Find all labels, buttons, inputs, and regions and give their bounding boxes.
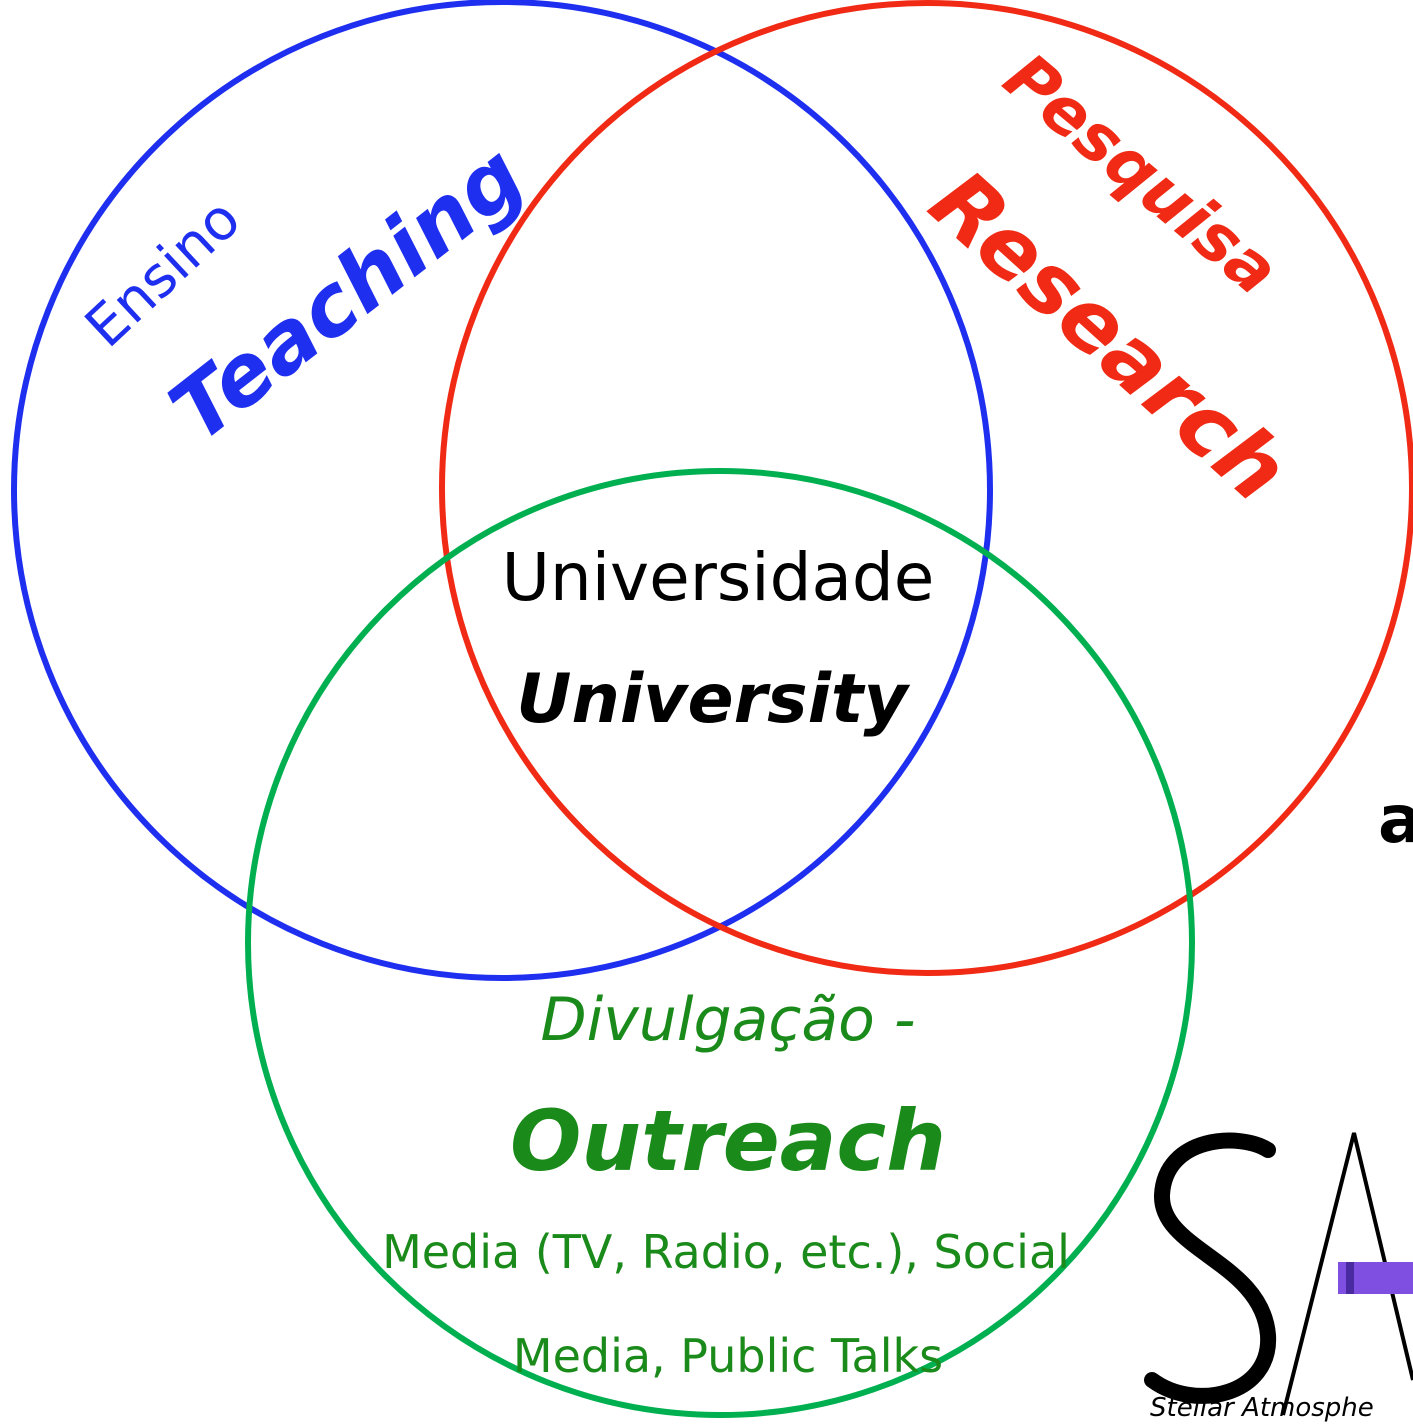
center-pt-label: Universidade <box>502 539 935 616</box>
logo-s-glyph <box>1144 1132 1277 1404</box>
outreach-en-label: Outreach <box>510 1092 946 1190</box>
logo-tagline: Stellar Atmosphe <box>1150 1393 1374 1422</box>
outreach-pt-label: Divulgação - <box>540 985 915 1055</box>
logo-bar-dark-stripe <box>1346 1262 1354 1294</box>
sa-logo: SA Stellar Atmosphe <box>1144 1132 1413 1423</box>
center-en-label: University <box>516 660 910 739</box>
outreach-circle <box>245 468 1195 1418</box>
teaching-circle <box>11 0 993 981</box>
logo-a-glyph <box>1281 1132 1413 1416</box>
outreach-detail-line2: Media, Public Talks <box>513 1329 943 1383</box>
research-en-label: Research <box>911 151 1307 521</box>
right-edge-fragment: a <box>1378 781 1413 858</box>
outreach-detail-line1: Media (TV, Radio, etc.), Social <box>382 1225 1070 1279</box>
research-circle <box>439 0 1413 976</box>
